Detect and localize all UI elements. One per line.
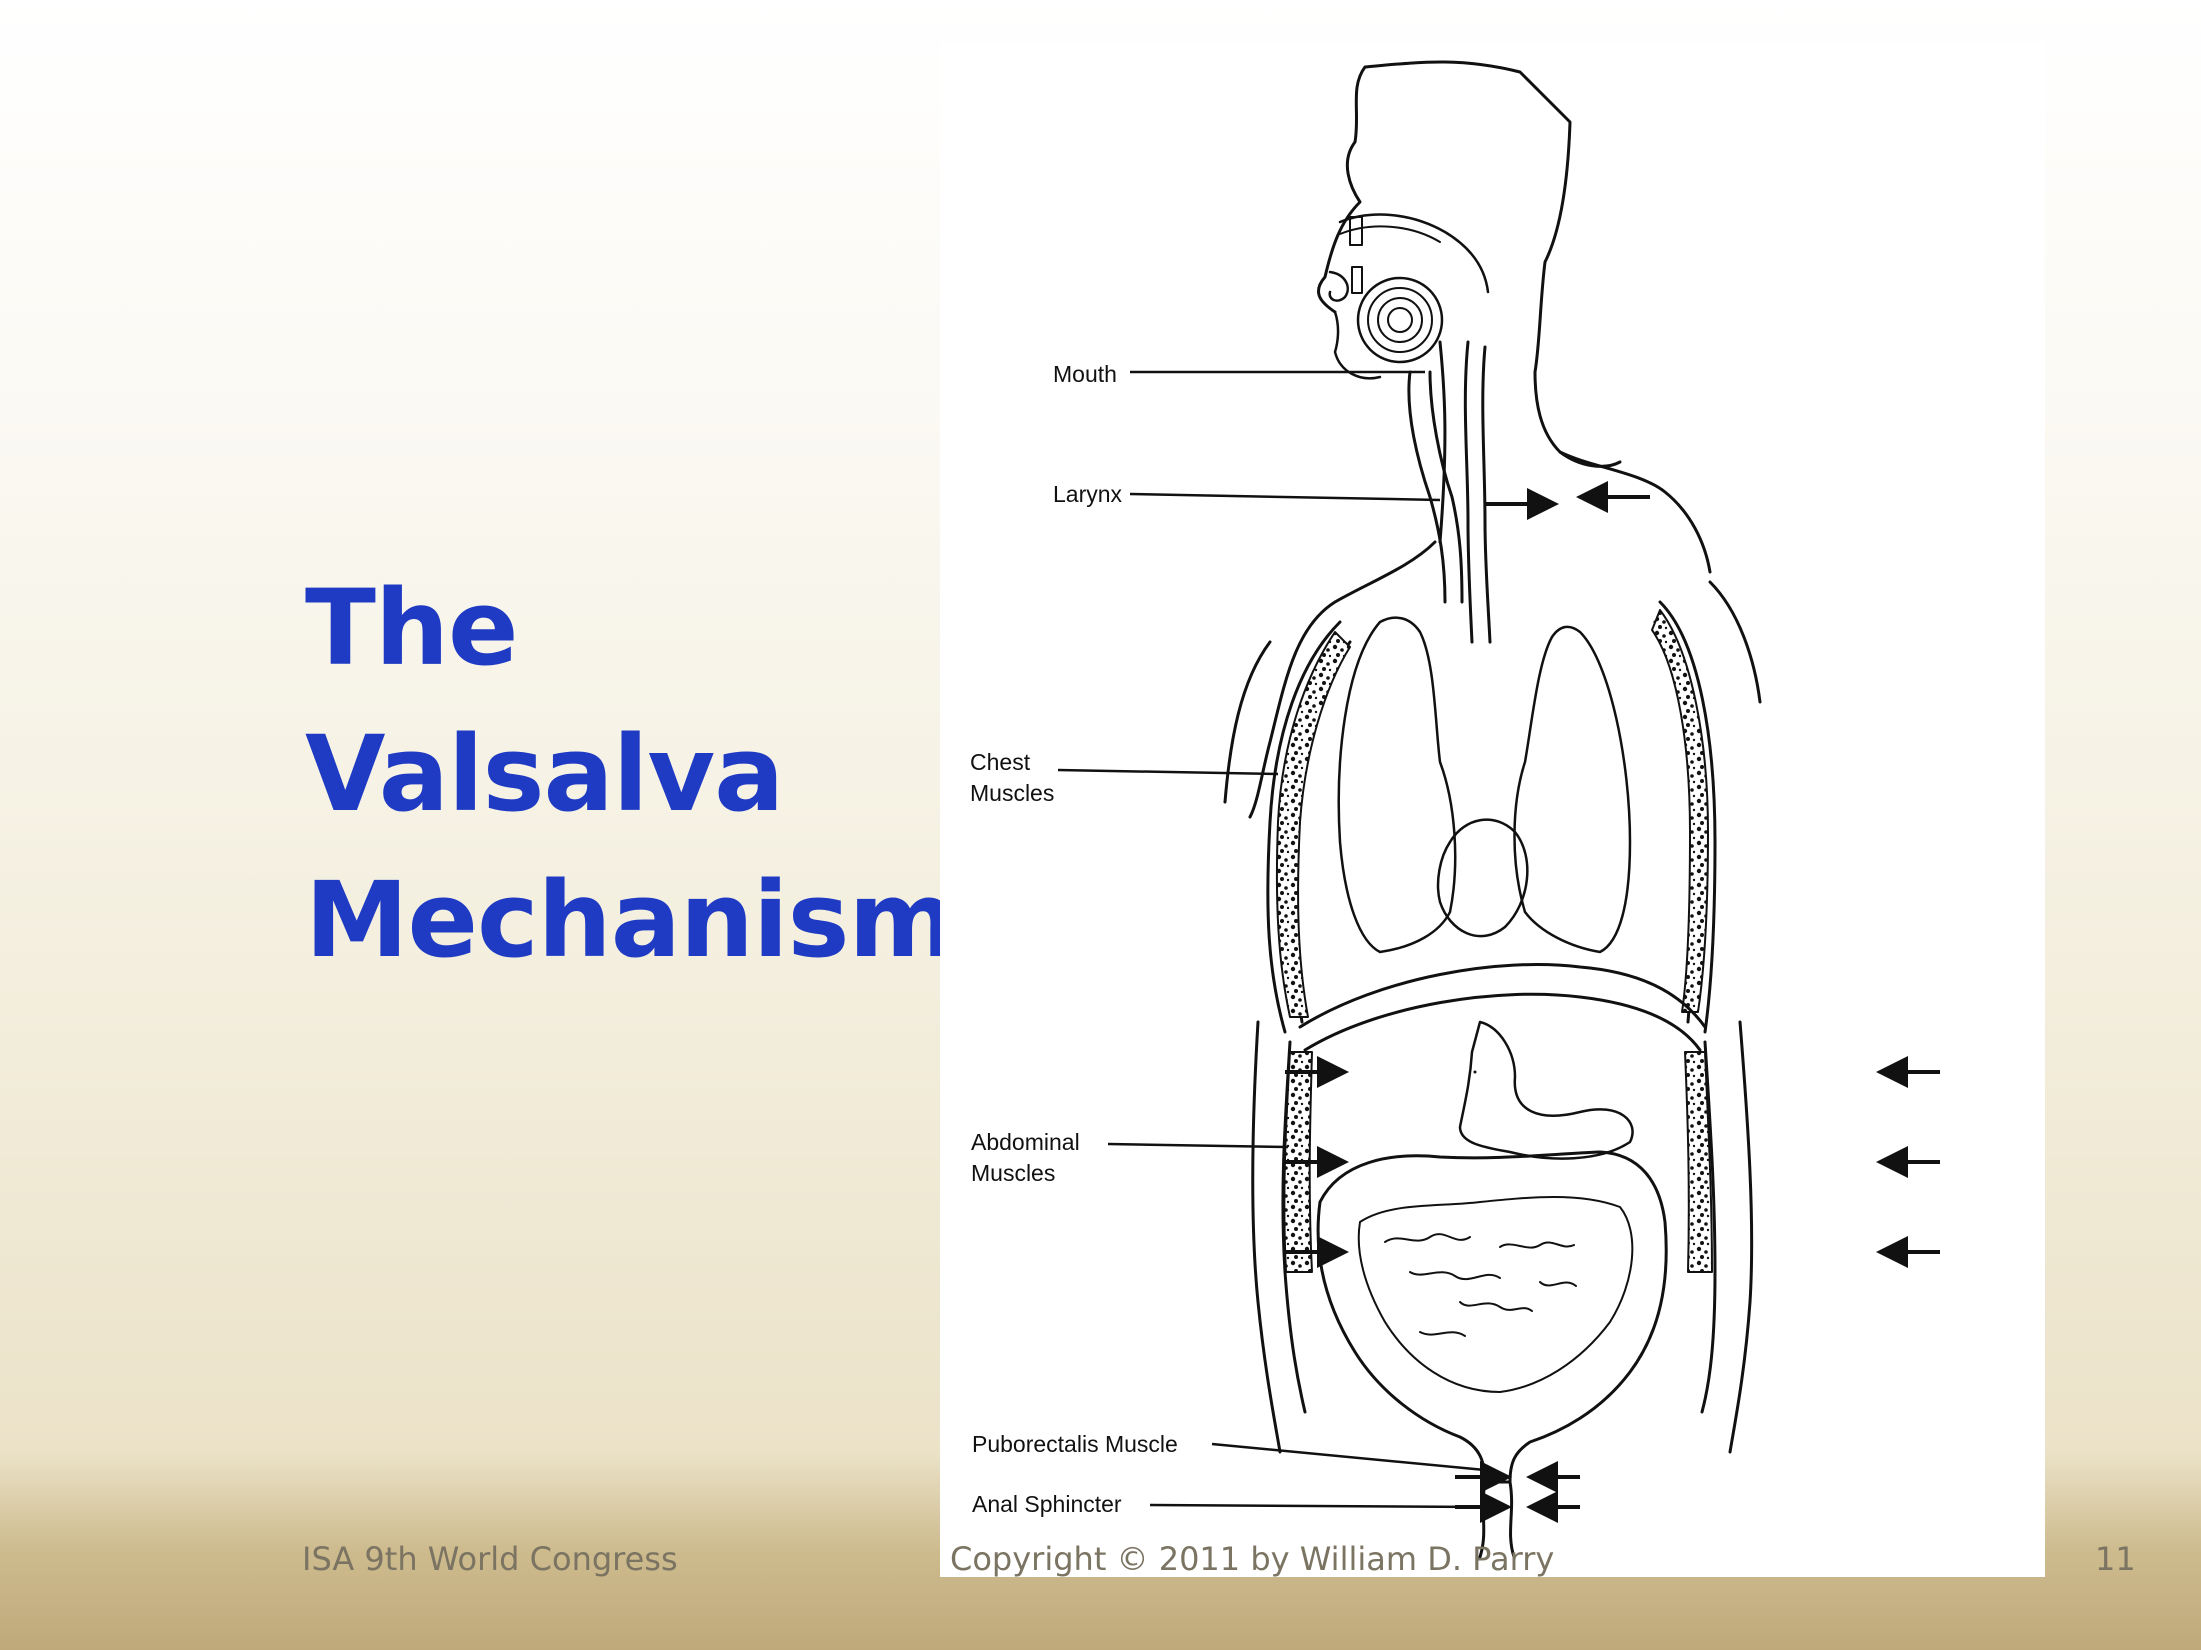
left-shoulder-outline (1248, 540, 1437, 819)
head-outline-path (1317, 60, 1622, 468)
large-intestine-outline (1316, 1150, 1668, 1484)
footer-copyright: Copyright © 2011 by William D. Parry (950, 1540, 1555, 1578)
label-larynx: Larynx (1053, 481, 1123, 507)
tongue-ring-2 (1367, 287, 1433, 353)
lung-right (1513, 625, 1632, 954)
diaphragm-lower (1303, 992, 1702, 1052)
left-arm (1223, 640, 1272, 804)
abdominal-wall-left (1281, 1040, 1307, 1414)
slide-number: 11 (2095, 1540, 2136, 1578)
title-line-2: Valsalva (305, 713, 784, 835)
abdominal-muscles-leader-line (1107, 1142, 1289, 1149)
label-abdominal-line2: Muscles (971, 1160, 1055, 1186)
esophagus-left (1463, 340, 1474, 644)
palate-inner (1339, 225, 1441, 243)
ribcage-outer-left (1266, 620, 1342, 1034)
lower-body-left (1251, 1020, 1282, 1454)
title-line-3: Mechanism (305, 859, 957, 981)
slide-title: The Valsalva Mechanism (305, 555, 957, 993)
larynx-leader-line (1129, 492, 1441, 502)
tongue-ring-1 (1356, 276, 1444, 364)
upper-lip (1328, 270, 1349, 302)
stomach (1458, 1020, 1634, 1160)
anatomy-figure: Mouth Larynx Chest Muscles Abdominal Mus… (940, 42, 2045, 1577)
abdominal-wall-right (1700, 1040, 1717, 1414)
chest-muscles-leader-line (1057, 768, 1279, 776)
upper-teeth (1349, 216, 1363, 246)
tongue-ring-3 (1377, 297, 1423, 343)
lower-lip-chin (1333, 310, 1382, 380)
heart (1436, 818, 1529, 938)
ribcage-outer-right (1658, 600, 1717, 1034)
esophagus-right (1481, 345, 1492, 644)
label-anal-sphincter: Anal Sphincter (972, 1491, 1122, 1517)
right-shoulder-outline (1558, 450, 1712, 574)
abdominal-muscle-right (1684, 1051, 1713, 1273)
anal-sphincter-leader-line (1149, 1503, 1486, 1509)
footer-conference: ISA 9th World Congress (302, 1540, 678, 1578)
trachea-left (1407, 370, 1447, 604)
valsalva-anatomy-diagram: Mouth Larynx Chest Muscles Abdominal Mus… (970, 60, 1940, 1559)
small-intestine-coils (1384, 1233, 1577, 1337)
tongue-ring-4 (1387, 307, 1413, 333)
lung-left (1337, 616, 1457, 954)
small-intestine-outline (1357, 1196, 1634, 1393)
label-chest-line1: Chest (970, 749, 1031, 775)
label-chest-line2: Muscles (970, 780, 1054, 806)
chest-muscle-left (1275, 631, 1351, 1018)
label-puborectalis: Puborectalis Muscle (972, 1431, 1178, 1457)
neck-front (1438, 340, 1447, 544)
chest-muscle-right (1651, 609, 1709, 1013)
palate (1338, 213, 1490, 294)
trachea-right (1428, 370, 1464, 604)
diaphragm-upper (1298, 963, 1707, 1029)
lower-body-right (1728, 1020, 1754, 1454)
title-line-1: The (305, 567, 519, 689)
right-arm (1708, 580, 1762, 704)
lower-teeth (1351, 266, 1363, 294)
label-mouth: Mouth (1053, 361, 1117, 387)
puborectalis-leader-line (1211, 1442, 1486, 1472)
label-abdominal-line1: Abdominal (971, 1129, 1080, 1155)
